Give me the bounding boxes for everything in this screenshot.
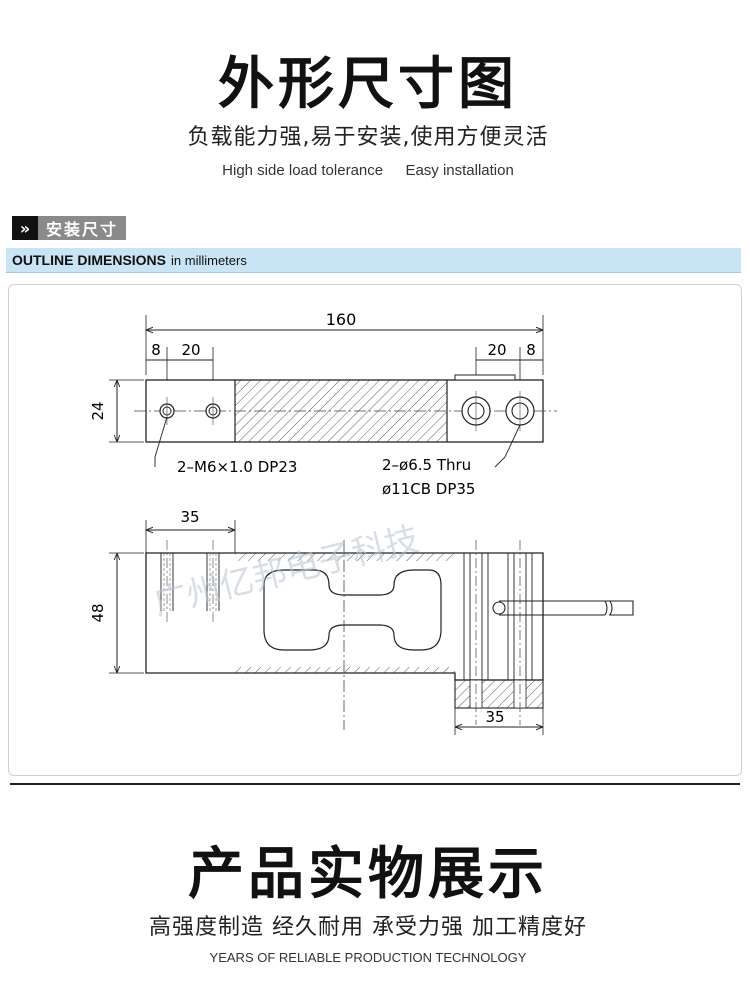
dim-right-20: 20	[487, 341, 506, 359]
side-view: 35	[89, 508, 634, 735]
note-thread: 2–M6×1.0 DP23	[177, 458, 297, 476]
dim-35-top: 35	[180, 508, 199, 526]
outline-subtitle-cn: 负载能力强,易于安装,使用方便灵活	[187, 125, 549, 150]
dim-left-8: 8	[151, 341, 161, 359]
product-subtitle-en: YEARS OF RELIABLE PRODUCTION TECHNOLOGY	[209, 950, 527, 965]
outline-header: 外形尺寸图 负载能力强,易于安装,使用方便灵活 High side load t…	[68, 36, 668, 194]
outline-subtitle-en: High side load tolerance Easy installati…	[68, 162, 668, 179]
double-chevron-icon: »	[12, 216, 38, 240]
top-view: 160 8 20 20 8	[89, 310, 557, 498]
subtitle-en-installation: Easy installation	[405, 162, 514, 179]
note-thru: 2–ø6.5 Thru	[382, 456, 471, 474]
outline-title: 外形尺寸图	[218, 52, 518, 117]
product-title: 产品实物展示	[188, 842, 548, 907]
product-subtitle-cn: 高强度制造 经久耐用 承受力强 加工精度好	[149, 915, 587, 940]
dim-height-24: 24	[89, 401, 107, 420]
banner-units: in millimeters	[171, 252, 247, 268]
technical-drawing: 160 8 20 20 8	[89, 310, 634, 735]
dim-height-48: 48	[89, 603, 107, 622]
dim-total-length: 160	[326, 310, 357, 329]
dim-right-8: 8	[526, 341, 536, 359]
banner-title: OUTLINE DIMENSIONS	[12, 252, 167, 268]
outline-dimensions-banner: OUTLINE DIMENSIONS in millimeters	[6, 248, 741, 273]
subtitle-en-side-load: High side load tolerance	[222, 162, 384, 179]
technical-drawing-panel: 160 8 20 20 8	[8, 284, 742, 776]
install-size-label: 安装尺寸	[38, 216, 127, 240]
install-size-tag: » 安装尺寸	[12, 216, 127, 240]
note-counterbore: ø11CB DP35	[382, 480, 475, 498]
product-header: 产品实物展示 高强度制造 经久耐用 承受力强 加工精度好 YEARS OF RE…	[68, 828, 668, 996]
dim-left-20: 20	[181, 341, 200, 359]
section-divider	[10, 783, 740, 785]
dim-35-bottom: 35	[485, 708, 504, 726]
